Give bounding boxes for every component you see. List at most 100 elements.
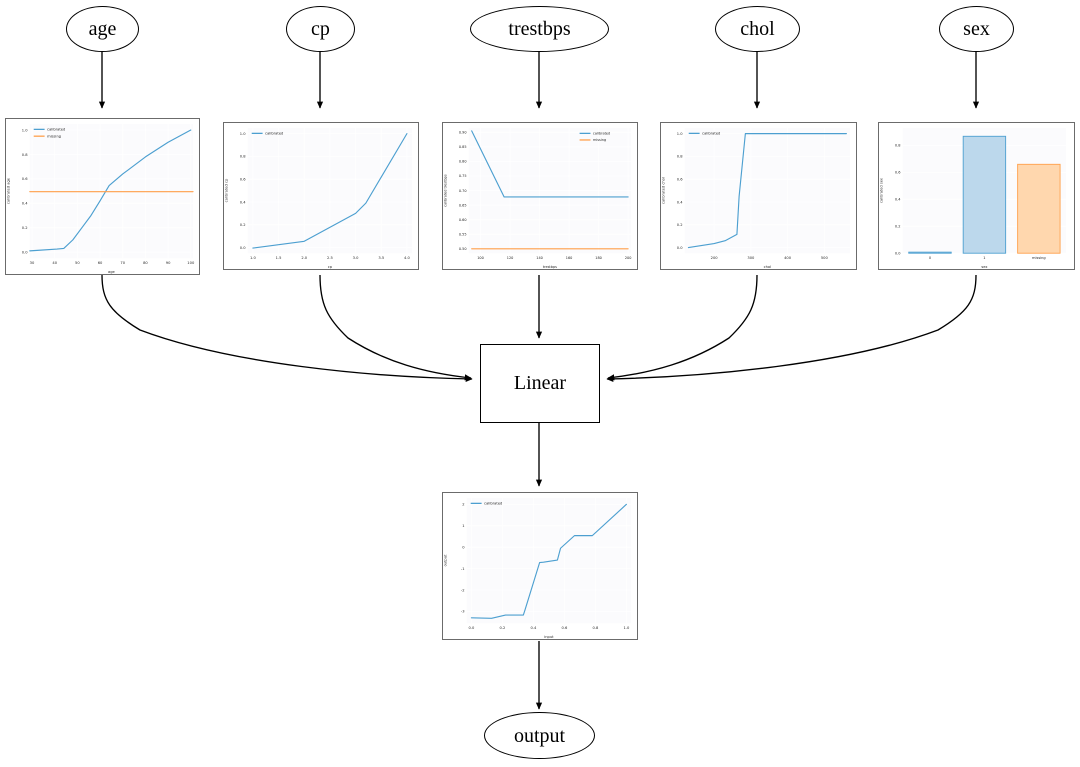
- svg-text:400: 400: [784, 256, 792, 260]
- node-linear-label: Linear: [513, 372, 567, 394]
- svg-text:0.8: 0.8: [240, 155, 246, 159]
- svg-text:0.6: 0.6: [22, 177, 28, 181]
- svg-text:60: 60: [98, 261, 103, 265]
- node-age[interactable]: age: [66, 6, 139, 52]
- svg-text:0.6: 0.6: [895, 171, 901, 175]
- svg-text:200: 200: [711, 256, 719, 260]
- edge-cp-chart-to-linear: [319, 274, 472, 381]
- svg-text:0.8: 0.8: [593, 626, 599, 630]
- svg-text:0.4: 0.4: [240, 200, 246, 204]
- svg-text:trestbps: trestbps: [543, 265, 557, 269]
- node-trestbps[interactable]: trestbps: [470, 6, 609, 52]
- svg-text:200: 200: [625, 256, 632, 260]
- node-trestbps-label: trestbps: [508, 18, 571, 40]
- svg-text:120: 120: [507, 256, 514, 260]
- node-sex[interactable]: sex: [939, 6, 1014, 52]
- edge-sex-chart-to-linear: [606, 274, 977, 382]
- svg-text:100: 100: [477, 256, 484, 260]
- svg-text:160: 160: [566, 256, 573, 260]
- svg-text:cp: cp: [328, 265, 333, 269]
- svg-text:1.0: 1.0: [624, 626, 630, 630]
- svg-text:1.0: 1.0: [22, 128, 28, 132]
- svg-text:0: 0: [462, 546, 465, 550]
- svg-text:70: 70: [120, 261, 125, 265]
- svg-text:calibrated: calibrated: [702, 132, 720, 136]
- svg-text:0.0: 0.0: [240, 246, 246, 250]
- chart-panel-trestbps[interactable]: 100 120 140 160 180 200 0.50 0.55 0.60 0.65 0.70 0.…: [442, 122, 638, 270]
- svg-text:0.2: 0.2: [240, 223, 246, 227]
- svg-text:0.0: 0.0: [677, 246, 683, 250]
- node-linear[interactable]: Linear: [480, 344, 600, 423]
- svg-text:1.0: 1.0: [250, 256, 256, 260]
- plot-trestbps: 100 120 140 160 180 200 0.50 0.55 0.60 0.65 0.70 0.…: [443, 123, 637, 269]
- svg-text:0: 0: [929, 256, 932, 260]
- node-cp[interactable]: cp: [286, 6, 355, 52]
- svg-text:0.90: 0.90: [459, 131, 467, 135]
- svg-text:calibrated: calibrated: [47, 128, 65, 132]
- svg-text:4.0: 4.0: [404, 256, 410, 260]
- svg-text:calibrated: calibrated: [593, 132, 610, 136]
- svg-text:-2: -2: [461, 588, 465, 592]
- svg-text:50: 50: [75, 261, 80, 265]
- svg-text:2.0: 2.0: [301, 256, 307, 260]
- svg-text:missing: missing: [1032, 256, 1046, 260]
- svg-text:calibrated: calibrated: [265, 132, 283, 136]
- node-cp-label: cp: [311, 18, 330, 40]
- svg-text:300: 300: [747, 256, 755, 260]
- svg-text:1: 1: [983, 256, 985, 260]
- svg-text:calibrated trestbps: calibrated trestbps: [444, 174, 448, 207]
- svg-text:calibrated: calibrated: [484, 502, 502, 506]
- svg-text:90: 90: [166, 261, 171, 265]
- svg-text:100: 100: [187, 261, 195, 265]
- svg-text:1.0: 1.0: [240, 132, 246, 136]
- svg-text:calibrated cp: calibrated cp: [225, 178, 229, 202]
- node-chol[interactable]: chol: [715, 6, 800, 52]
- svg-text:0.6: 0.6: [240, 178, 246, 182]
- svg-text:180: 180: [595, 256, 602, 260]
- svg-text:calibrated chol: calibrated chol: [662, 177, 666, 204]
- svg-text:0.50: 0.50: [459, 247, 467, 251]
- node-output[interactable]: output: [484, 712, 595, 759]
- svg-text:0.8: 0.8: [895, 144, 901, 148]
- svg-text:2.5: 2.5: [327, 256, 333, 260]
- svg-text:calibrated sex: calibrated sex: [880, 178, 884, 203]
- svg-text:0.4: 0.4: [22, 202, 28, 206]
- svg-text:0.55: 0.55: [459, 233, 467, 237]
- svg-text:0.70: 0.70: [459, 189, 467, 193]
- svg-text:0.0: 0.0: [895, 251, 901, 255]
- svg-text:140: 140: [536, 256, 543, 260]
- svg-text:0.4: 0.4: [677, 200, 683, 204]
- svg-text:0.60: 0.60: [459, 218, 467, 222]
- svg-text:80: 80: [143, 261, 148, 265]
- svg-text:0.2: 0.2: [895, 225, 901, 229]
- node-chol-label: chol: [740, 18, 775, 40]
- svg-text:0.4: 0.4: [531, 626, 537, 630]
- svg-text:input: input: [544, 635, 554, 639]
- svg-text:0.65: 0.65: [459, 203, 467, 207]
- svg-text:1: 1: [462, 524, 464, 528]
- svg-text:-1: -1: [461, 567, 465, 571]
- svg-text:missing: missing: [593, 138, 606, 142]
- svg-text:-3: -3: [461, 610, 465, 614]
- svg-text:age: age: [108, 270, 116, 274]
- node-age-label: age: [88, 18, 117, 40]
- svg-text:0.4: 0.4: [895, 198, 901, 202]
- svg-text:0.80: 0.80: [459, 160, 467, 164]
- node-sex-label: sex: [963, 18, 990, 40]
- svg-text:0.0: 0.0: [22, 250, 28, 254]
- svg-text:missing: missing: [47, 134, 61, 138]
- svg-text:500: 500: [821, 256, 829, 260]
- svg-text:3.5: 3.5: [378, 256, 384, 260]
- svg-text:chol: chol: [764, 265, 772, 269]
- svg-text:30: 30: [30, 261, 35, 265]
- svg-text:1.0: 1.0: [677, 132, 683, 136]
- svg-text:0.2: 0.2: [500, 626, 506, 630]
- edge-age-chart-to-linear: [101, 274, 473, 382]
